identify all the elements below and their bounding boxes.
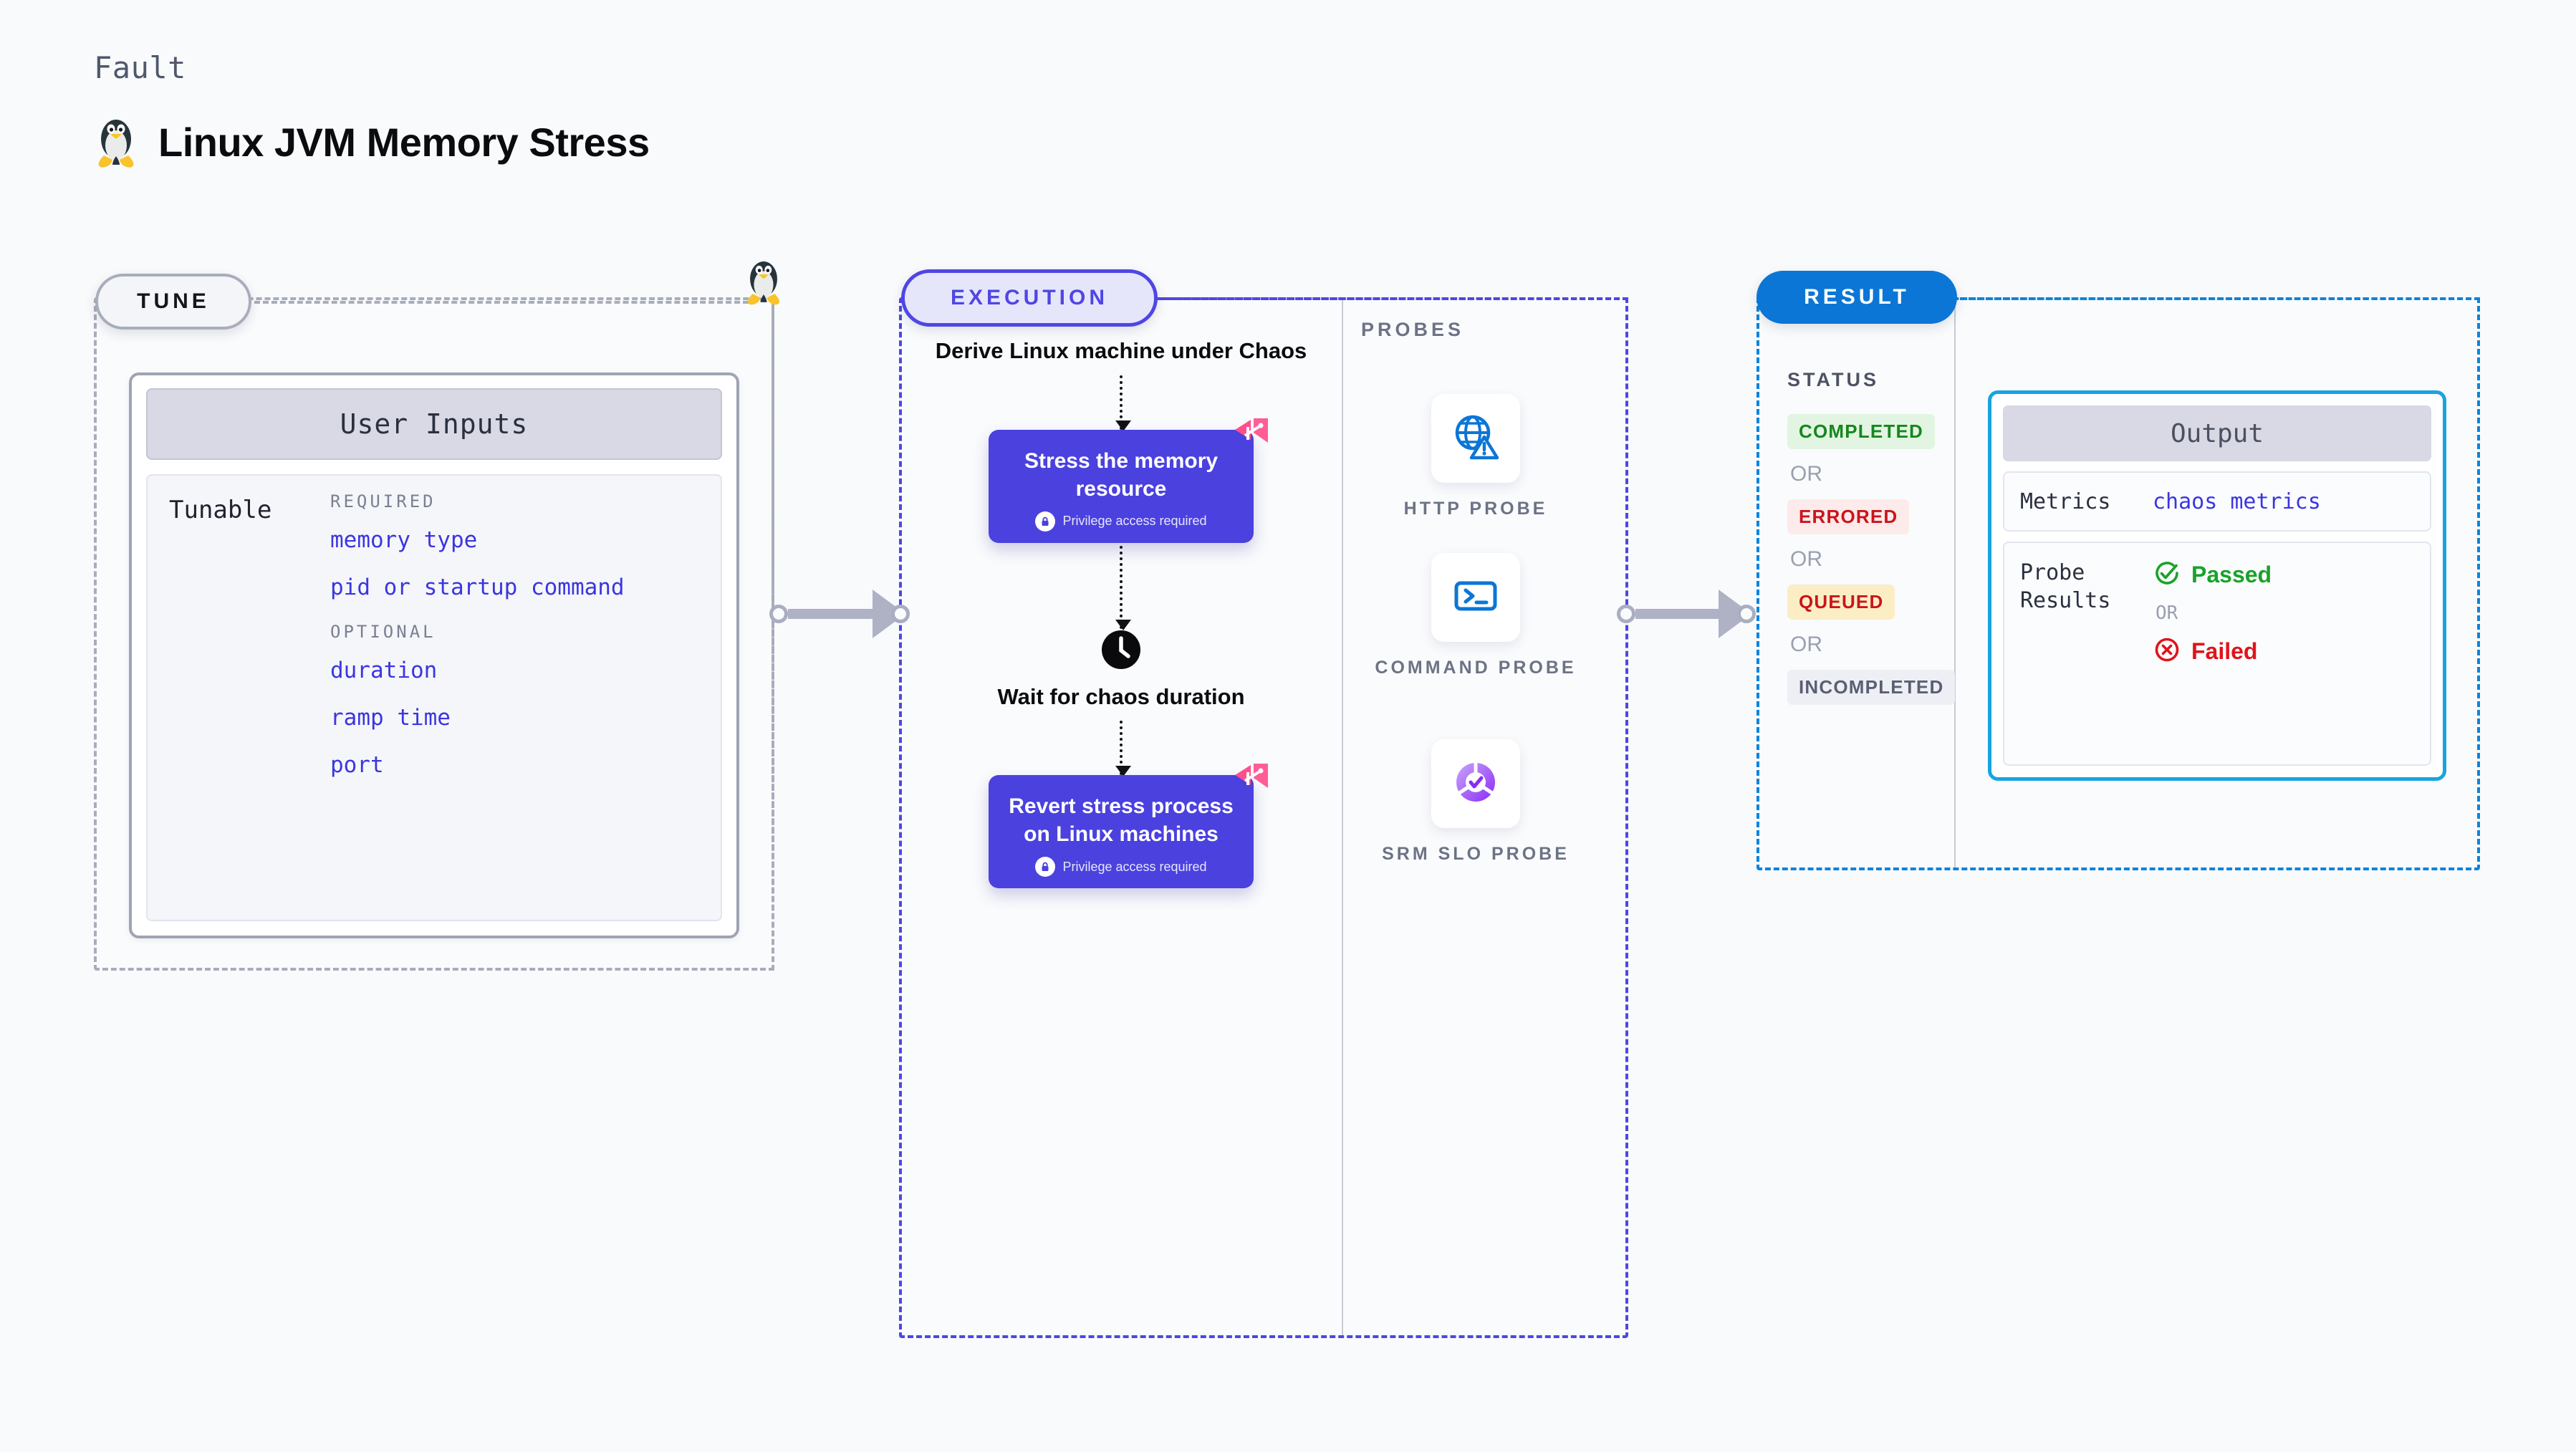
tunable-label: Tunable [169, 496, 272, 524]
probe-command[interactable]: COMMAND PROBE [1361, 553, 1590, 681]
execution-section-pill[interactable]: EXECUTION [901, 269, 1158, 327]
tune-section-pill[interactable]: TUNE [95, 274, 251, 330]
execution-leader-line [1160, 297, 1628, 300]
privilege-note: Privilege access required [1000, 857, 1242, 878]
page-title-row: Linux JVM Memory Stress [94, 115, 650, 169]
step-title: Stress the memory resource [1024, 448, 1219, 501]
connector-start-knob [769, 605, 788, 623]
privilege-text: Privilege access required [1062, 859, 1207, 874]
connector-end-knob [891, 605, 910, 623]
slo-donut-check-icon [1449, 756, 1502, 812]
probes-section-label: PROBES [1361, 319, 1465, 340]
execution-step-wait-icon-wrap [899, 629, 1343, 674]
flow-arrow [1115, 375, 1131, 431]
globe-warning-icon [1449, 410, 1502, 467]
or-separator: OR [1790, 547, 1822, 571]
tune-right-edge [772, 301, 774, 971]
harness-logo-icon [1229, 756, 1272, 803]
probe-label: SRM SLO PROBE [1382, 844, 1570, 864]
step-title: Revert stress process on Linux machines [1009, 794, 1234, 847]
tune-leader-line [254, 301, 749, 304]
connector-end-knob [1737, 605, 1756, 623]
flow-arrow [1115, 721, 1131, 777]
output-probe-results-row: Probe Results Passed OR [2003, 542, 2431, 766]
harness-logo-icon [1229, 411, 1272, 458]
connector-start-knob [1617, 605, 1635, 623]
probe-label: COMMAND PROBE [1375, 658, 1577, 678]
probe-label: HTTP PROBE [1403, 499, 1548, 519]
result-divider [1954, 300, 1956, 867]
status-badge-completed: COMPLETED [1787, 414, 1936, 449]
result-leader-line [1960, 297, 2480, 300]
linux-penguin-icon [94, 115, 138, 169]
probe-result-failed: Failed [2153, 635, 2272, 668]
lock-icon [1035, 511, 1056, 532]
tunable-groups: REQUIRED memory type pid or startup comm… [330, 491, 625, 799]
output-card: Output Metrics chaos metrics Probe Resul… [1988, 390, 2446, 781]
lock-icon [1035, 857, 1056, 878]
clock-icon [1100, 629, 1142, 674]
probe-tile [1431, 553, 1520, 642]
group-title-required: REQUIRED [330, 491, 436, 511]
metrics-value-link[interactable]: chaos metrics [2153, 489, 2321, 514]
check-circle-icon [2153, 559, 2181, 591]
status-badge-incompleted: INCOMPLETED [1787, 670, 1956, 705]
result-section-pill[interactable]: RESULT [1756, 271, 1957, 324]
connector-bar [788, 609, 874, 619]
probes-divider [1342, 300, 1343, 1335]
probe-srm-slo[interactable]: SRM SLO PROBE [1361, 739, 1590, 867]
execution-step-wait: Wait for chaos duration [997, 683, 1245, 709]
flow-arrow [1115, 545, 1131, 630]
page-title: Linux JVM Memory Stress [158, 119, 650, 165]
probe-tile [1431, 739, 1520, 828]
metrics-key: Metrics [2020, 489, 2111, 514]
group-title-optional: OPTIONAL [330, 622, 436, 642]
probe-tile [1431, 394, 1520, 483]
connector-tune-to-execution [769, 590, 910, 638]
or-separator: OR [1790, 462, 1822, 486]
or-separator: OR [1790, 633, 1822, 656]
status-list: COMPLETED OR ERRORED OR QUEUED OR INCOMP… [1787, 414, 1974, 705]
page-eyebrow: Fault [94, 50, 186, 85]
execution-steps: Derive Linux machine under Chaos Stress … [899, 337, 1343, 889]
tunable-item[interactable]: ramp time [330, 705, 451, 731]
linux-penguin-badge-icon [744, 256, 784, 310]
connector-execution-to-result [1617, 590, 1756, 638]
execution-step-revert[interactable]: Revert stress process on Linux machines … [989, 764, 1268, 889]
user-inputs-card-body: Tunable REQUIRED memory type pid or star… [146, 474, 722, 921]
terminal-icon [1449, 569, 1502, 626]
output-metrics-row: Metrics chaos metrics [2003, 471, 2431, 532]
tunable-item[interactable]: memory type [330, 527, 478, 553]
probe-results-values: Passed OR Failed [2153, 559, 2272, 668]
probe-results-key: Probe Results [2020, 560, 2111, 613]
x-circle-icon [2153, 635, 2181, 668]
passed-label: Passed [2191, 562, 2272, 587]
status-label: STATUS [1787, 369, 1879, 390]
status-badge-errored: ERRORED [1787, 499, 1910, 534]
privilege-text: Privilege access required [1062, 514, 1207, 529]
or-separator: OR [2156, 602, 2178, 624]
tunable-item[interactable]: pid or startup command [330, 574, 625, 600]
execution-step-stress[interactable]: Stress the memory resource Privilege acc… [989, 418, 1268, 543]
status-badge-queued: QUEUED [1787, 585, 1895, 620]
tunable-item[interactable]: duration [330, 658, 438, 683]
connector-bar [1635, 609, 1720, 619]
failed-label: Failed [2191, 638, 2258, 664]
probe-http[interactable]: HTTP PROBE [1361, 394, 1590, 521]
user-inputs-card: User Inputs Tunable REQUIRED memory type… [129, 372, 739, 938]
execution-step-derive: Derive Linux machine under Chaos [935, 338, 1307, 363]
tunable-item[interactable]: port [330, 752, 384, 778]
user-inputs-card-title: User Inputs [146, 388, 722, 460]
output-card-title: Output [2003, 405, 2431, 461]
privilege-note: Privilege access required [1000, 511, 1242, 532]
probe-result-passed: Passed [2153, 559, 2272, 591]
